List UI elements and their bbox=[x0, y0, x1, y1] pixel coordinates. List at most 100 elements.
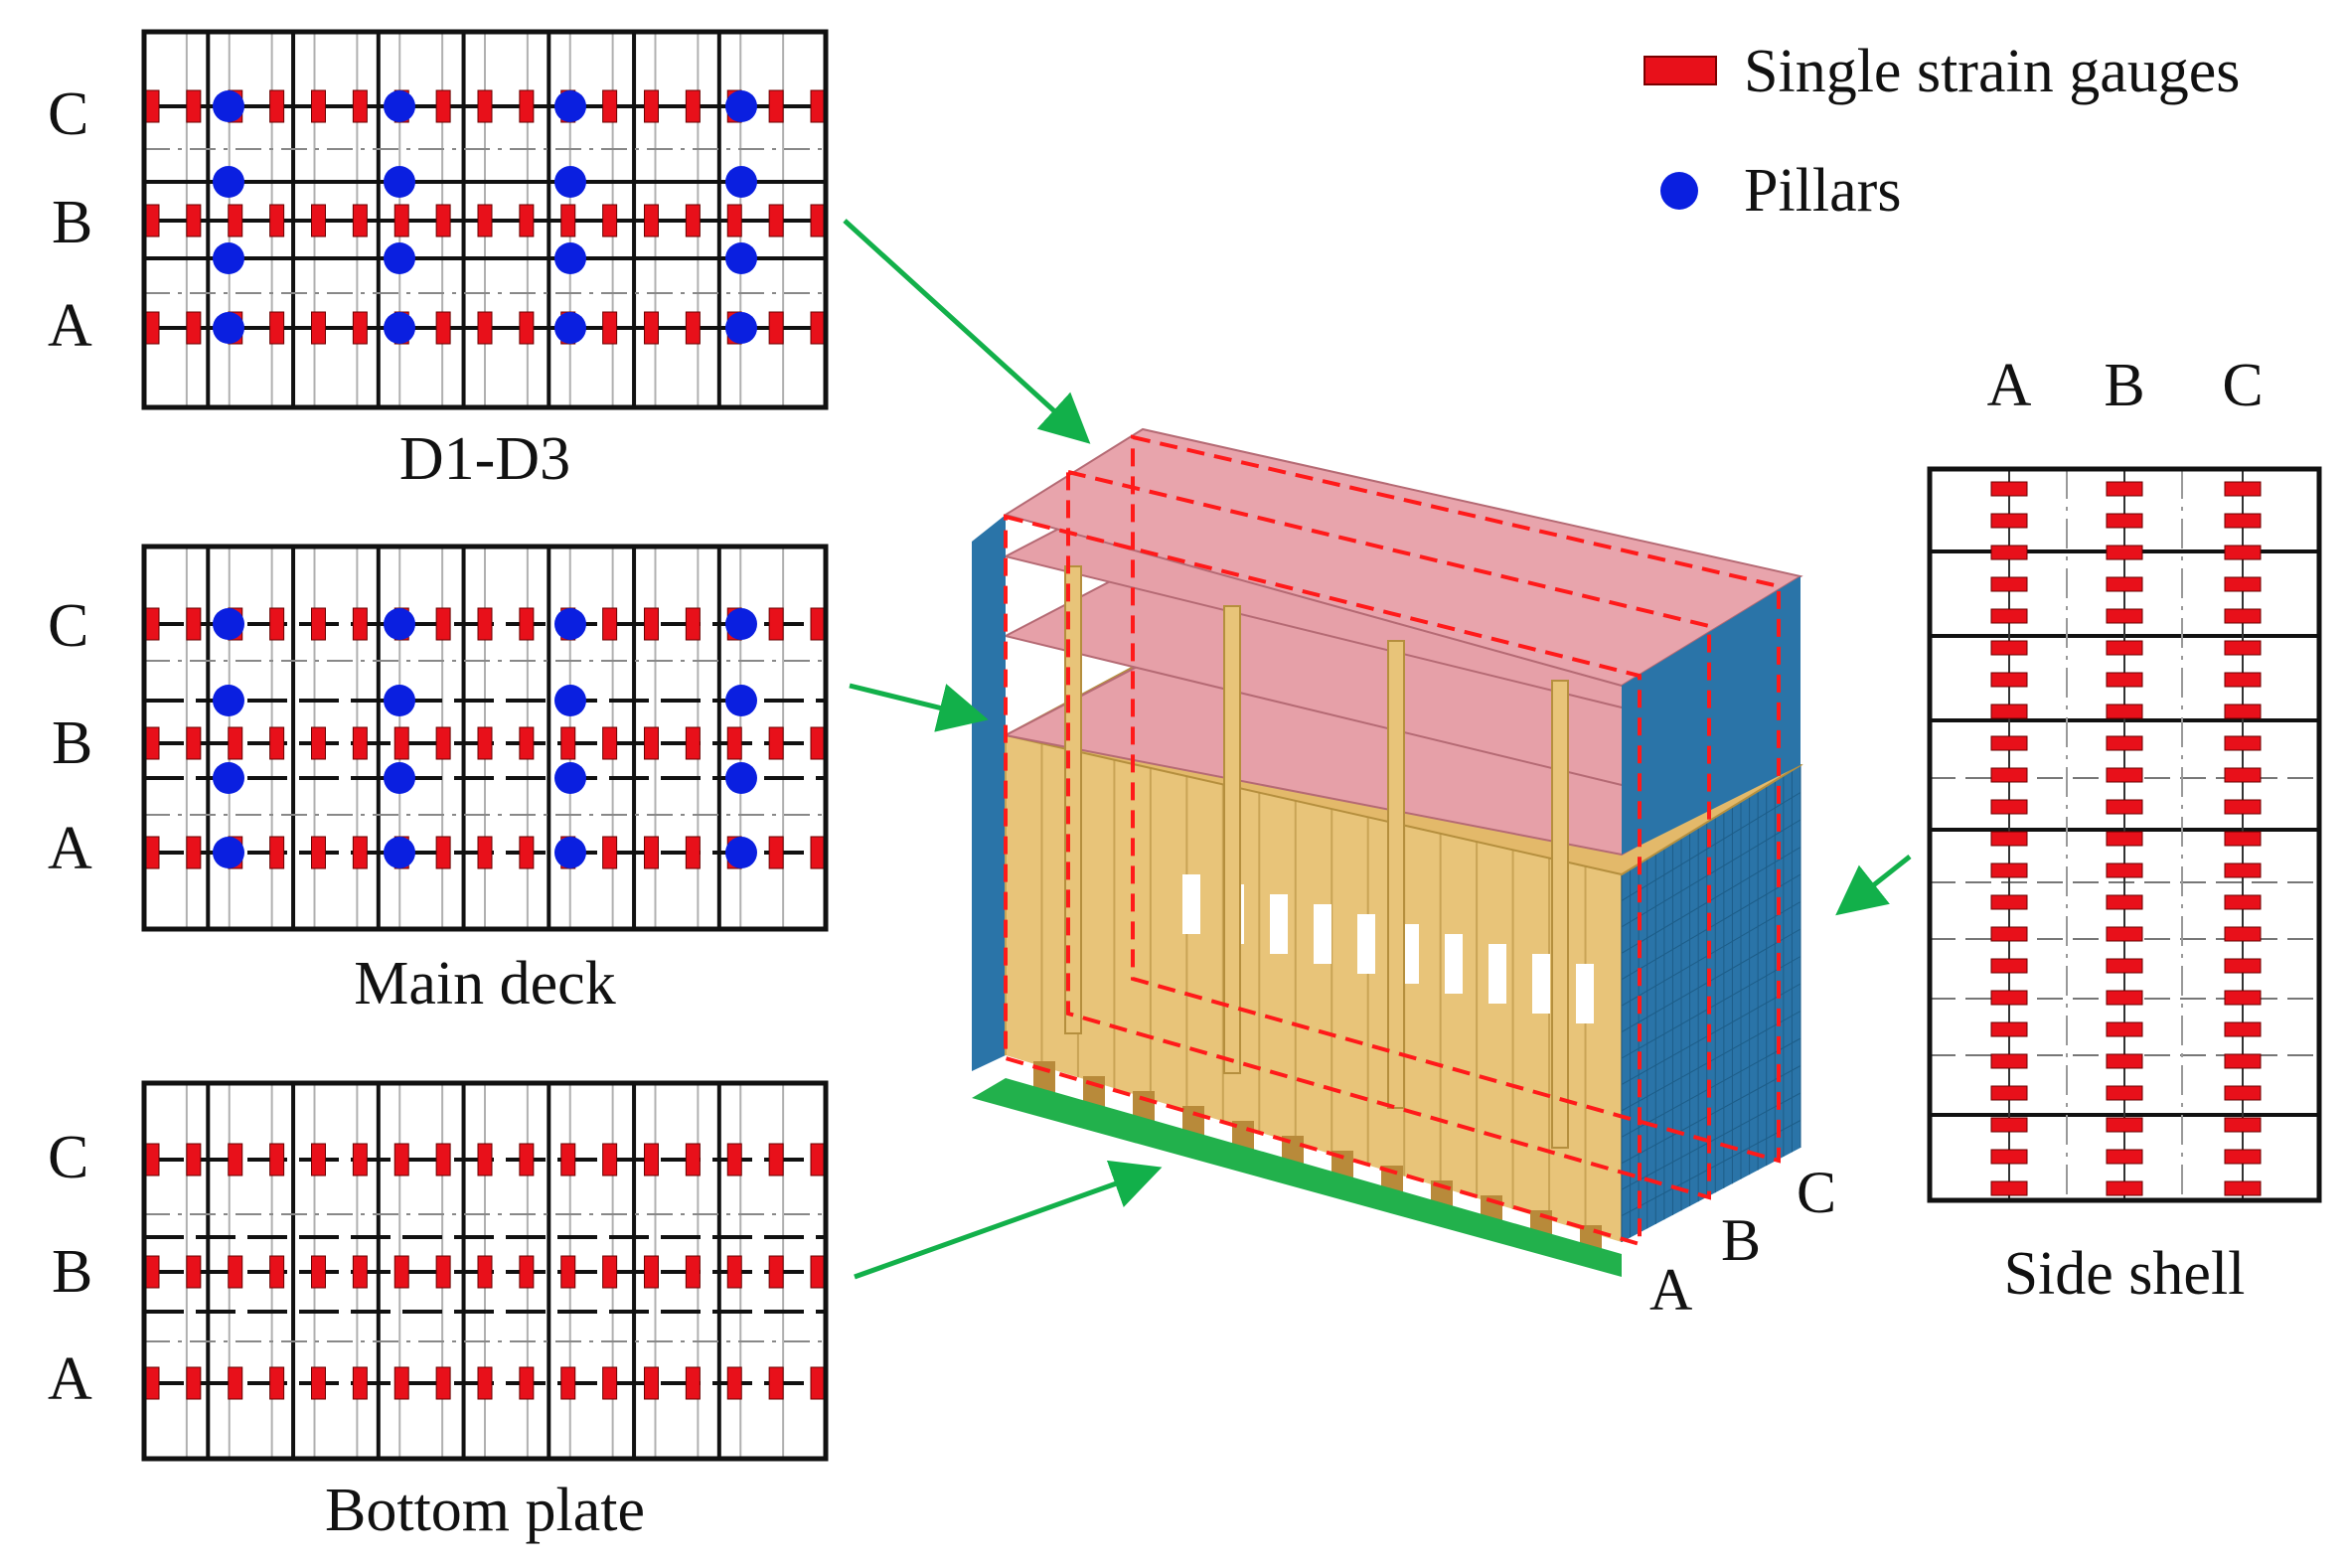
strain-gauge bbox=[644, 607, 659, 641]
strain-gauge bbox=[644, 311, 659, 345]
strain-gauge bbox=[2106, 862, 2143, 878]
strain-gauge bbox=[311, 1366, 326, 1400]
strain-gauge bbox=[768, 607, 784, 641]
strain-gauge bbox=[393, 204, 409, 237]
strain-gauge bbox=[2106, 608, 2143, 624]
strain-gauge bbox=[2224, 862, 2262, 878]
pillar-marker bbox=[554, 166, 586, 198]
strain-gauge bbox=[519, 204, 535, 237]
strain-gauge bbox=[2106, 831, 2143, 847]
strain-gauge bbox=[2106, 576, 2143, 592]
strain-gauge bbox=[2224, 576, 2262, 592]
strain-gauge bbox=[644, 1255, 659, 1289]
strain-gauge bbox=[1990, 799, 2028, 815]
d1d3-caption: D1-D3 bbox=[399, 425, 570, 493]
pillar-marker bbox=[213, 608, 244, 640]
pillar-marker bbox=[725, 685, 757, 716]
strain-gauge bbox=[810, 89, 826, 123]
strain-gauge bbox=[2106, 1149, 2143, 1165]
strain-gauge bbox=[726, 1255, 742, 1289]
strain-gauge bbox=[352, 1255, 368, 1289]
pillar-marker bbox=[725, 837, 757, 868]
strain-gauge bbox=[2106, 1117, 2143, 1133]
strain-gauge bbox=[435, 1143, 451, 1176]
strain-gauge bbox=[519, 1255, 535, 1289]
strain-gauge bbox=[311, 1143, 326, 1176]
main-deck-caption: Main deck bbox=[354, 950, 615, 1018]
strain-gauge bbox=[144, 1255, 160, 1289]
strain-gauge bbox=[726, 726, 742, 760]
strain-gauge bbox=[1990, 1149, 2028, 1165]
main-deck-gauge-grid bbox=[144, 547, 826, 929]
strain-gauge bbox=[1990, 958, 2028, 974]
strain-gauge bbox=[228, 1366, 243, 1400]
strain-gauge bbox=[269, 89, 285, 123]
strain-gauge bbox=[602, 1255, 618, 1289]
pillar-marker bbox=[554, 685, 586, 716]
strain-gauge bbox=[352, 89, 368, 123]
legend: Single strain gauges Pillars bbox=[1644, 38, 2240, 225]
d1d3-row-label-a: A bbox=[48, 292, 92, 360]
strain-gauge bbox=[2106, 894, 2143, 910]
pillar-marker bbox=[554, 312, 586, 344]
strain-gauge bbox=[311, 607, 326, 641]
strain-gauge bbox=[768, 726, 784, 760]
strain-gauge bbox=[685, 204, 701, 237]
strain-gauge bbox=[186, 1366, 202, 1400]
pillar-marker bbox=[384, 312, 415, 344]
pillar-marker bbox=[554, 242, 586, 274]
model-left-wall bbox=[972, 707, 1006, 1071]
strain-gauge bbox=[602, 1143, 618, 1176]
pillar-marker bbox=[554, 608, 586, 640]
strain-gauge bbox=[644, 836, 659, 869]
model-opening bbox=[1314, 904, 1331, 964]
strain-gauge bbox=[810, 1143, 826, 1176]
main-deck-row-label-a: A bbox=[48, 815, 92, 882]
pillar-marker bbox=[384, 762, 415, 794]
model-opening bbox=[1401, 924, 1419, 984]
pillar-marker bbox=[725, 242, 757, 274]
strain-gauge bbox=[2224, 1053, 2262, 1069]
strain-gauge bbox=[726, 1366, 742, 1400]
side-shell-caption: Side shell bbox=[2004, 1240, 2246, 1308]
pillar-marker bbox=[725, 762, 757, 794]
strain-gauge bbox=[186, 1143, 202, 1176]
pillar-marker bbox=[384, 837, 415, 868]
strain-gauge bbox=[685, 1255, 701, 1289]
strain-gauge bbox=[726, 204, 742, 237]
strain-gauge bbox=[560, 1366, 576, 1400]
d1d3-row-label-c: C bbox=[48, 80, 88, 148]
strain-gauge bbox=[1990, 481, 2028, 497]
strain-gauge bbox=[685, 1366, 701, 1400]
strain-gauge bbox=[477, 311, 493, 345]
pillar-marker bbox=[384, 166, 415, 198]
legend-gauge-label: Single strain gauges bbox=[1744, 38, 2240, 105]
strain-gauge bbox=[435, 607, 451, 641]
pillar-marker bbox=[384, 685, 415, 716]
section-plane-c bbox=[1131, 434, 1781, 1164]
strain-gauge bbox=[269, 836, 285, 869]
strain-gauge bbox=[2224, 608, 2262, 624]
strain-gauge bbox=[311, 726, 326, 760]
strain-gauge bbox=[311, 836, 326, 869]
model-opening bbox=[1445, 934, 1463, 994]
strain-gauge bbox=[2106, 545, 2143, 560]
strain-gauge bbox=[144, 89, 160, 123]
strain-gauge bbox=[1990, 862, 2028, 878]
d1d3-row-label-b: B bbox=[52, 189, 92, 256]
model-pillar bbox=[1387, 640, 1405, 1109]
strain-gauge bbox=[477, 89, 493, 123]
strain-gauge bbox=[186, 726, 202, 760]
strain-gauge bbox=[269, 204, 285, 237]
model-pillar bbox=[1223, 605, 1241, 1074]
model-section-label-a: A bbox=[1649, 1257, 1692, 1323]
strain-gauge bbox=[560, 1255, 576, 1289]
model-pillar bbox=[1551, 680, 1569, 1149]
model-opening bbox=[1270, 894, 1288, 954]
pillar-marker bbox=[384, 90, 415, 122]
strain-gauge bbox=[1990, 640, 2028, 656]
strain-gauge bbox=[768, 836, 784, 869]
strain-gauge bbox=[1990, 1180, 2028, 1196]
strain-gauge bbox=[768, 311, 784, 345]
